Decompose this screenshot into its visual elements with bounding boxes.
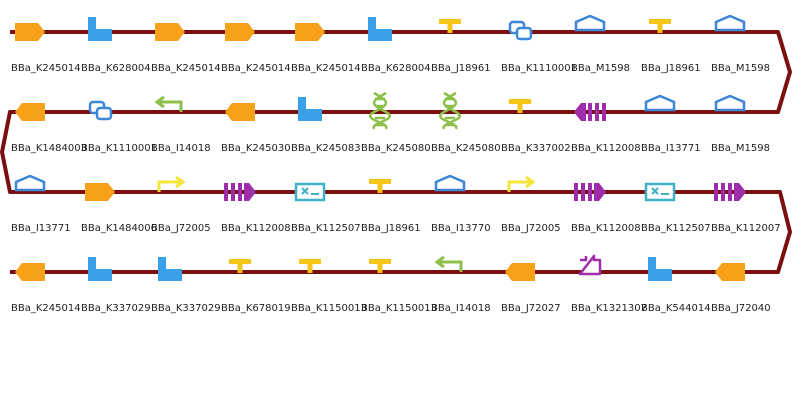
part-label: BBa_K245083 xyxy=(291,143,361,154)
part-label: BBa_K1484003 xyxy=(11,143,87,154)
part-label: BBa_I13771 xyxy=(11,223,71,234)
part-label: BBa_K245014 xyxy=(11,303,81,314)
part-label: BBa_K112007 xyxy=(711,223,781,234)
protein-domain-icon xyxy=(508,20,533,41)
backbone-line xyxy=(0,30,792,274)
part-label: BBa_J72040 xyxy=(711,303,771,314)
part-label: BBa_K245014 xyxy=(11,63,81,74)
bars-forward-icon xyxy=(714,183,746,201)
rbs-icon xyxy=(648,257,672,281)
part-label: BBa_M1598 xyxy=(711,143,770,154)
part-label: BBa_K1110001 xyxy=(501,63,577,74)
pentagon-icon xyxy=(434,174,466,192)
part-label: BBa_K1321307 xyxy=(571,303,647,314)
part-label: BBa_M1598 xyxy=(571,63,630,74)
cds-forward-icon xyxy=(85,183,115,201)
cds-reverse-icon xyxy=(15,263,45,281)
protein-domain-icon xyxy=(88,100,113,121)
part-label: BBa_I13770 xyxy=(431,223,491,234)
cds-forward-icon xyxy=(15,23,45,41)
box-x-icon xyxy=(294,182,326,202)
terminator-icon xyxy=(369,179,391,193)
cds-forward-icon xyxy=(155,23,185,41)
part-label: BBa_K1150013 xyxy=(291,303,367,314)
part-label: BBa_K245080 xyxy=(361,143,431,154)
part-label: BBa_I14018 xyxy=(431,303,491,314)
part-label: BBa_J18961 xyxy=(431,63,491,74)
part-label: BBa_J72005 xyxy=(501,223,561,234)
part-label: BBa_K245030 xyxy=(221,143,291,154)
signature-icon xyxy=(578,254,602,276)
cds-forward-icon xyxy=(225,23,255,41)
promoter-reverse-icon xyxy=(154,95,183,112)
rbs-icon xyxy=(298,97,322,121)
part-label: BBa_K628004 xyxy=(361,63,431,74)
part-label: BBa_J72005 xyxy=(151,223,211,234)
box-x-icon xyxy=(644,182,676,202)
cds-forward-icon xyxy=(295,23,325,41)
part-label: BBa_K112507 xyxy=(291,223,361,234)
bars-forward-icon xyxy=(574,183,606,201)
pentagon-icon xyxy=(14,174,46,192)
promoter-forward-icon xyxy=(507,175,536,192)
part-label: BBa_K245080 xyxy=(431,143,501,154)
terminator-icon xyxy=(369,259,391,273)
cds-reverse-icon xyxy=(505,263,535,281)
part-label: BBa_K678019 xyxy=(221,303,291,314)
promoter-forward-icon xyxy=(157,175,186,192)
dna-helix-icon xyxy=(439,91,461,130)
part-label: BBa_K337029 xyxy=(151,303,221,314)
part-label: BBa_K1150013 xyxy=(361,303,437,314)
part-label: BBa_K544014 xyxy=(641,303,711,314)
cds-reverse-icon xyxy=(225,103,255,121)
bars-forward-icon xyxy=(224,183,256,201)
part-label: BBa_I13771 xyxy=(641,143,701,154)
pentagon-icon xyxy=(714,94,746,112)
part-label: BBa_K245014 xyxy=(221,63,291,74)
part-label: BBa_K112008 xyxy=(221,223,291,234)
part-label: BBa_I14018 xyxy=(151,143,211,154)
part-label: BBa_K245014 xyxy=(151,63,221,74)
promoter-reverse-icon xyxy=(434,255,463,272)
cds-reverse-icon xyxy=(715,263,745,281)
part-label: BBa_K112507 xyxy=(641,223,711,234)
pentagon-icon xyxy=(574,14,606,32)
part-label: BBa_K112008 xyxy=(571,223,641,234)
part-label: BBa_K628004 xyxy=(81,63,151,74)
terminator-icon xyxy=(509,99,531,113)
pentagon-icon xyxy=(714,14,746,32)
part-label: BBa_K337029 xyxy=(81,303,151,314)
bars-reverse-icon xyxy=(574,103,606,121)
rbs-icon xyxy=(158,257,182,281)
terminator-icon xyxy=(229,259,251,273)
part-label: BBa_K245014 xyxy=(291,63,361,74)
rbs-icon xyxy=(368,17,392,41)
part-label: BBa_J18961 xyxy=(641,63,701,74)
terminator-icon xyxy=(649,19,671,33)
part-label: BBa_J18961 xyxy=(361,223,421,234)
cds-reverse-icon xyxy=(15,103,45,121)
part-label: BBa_K337002 xyxy=(501,143,571,154)
pentagon-icon xyxy=(644,94,676,112)
dna-helix-icon xyxy=(369,91,391,130)
rbs-icon xyxy=(88,257,112,281)
part-label: BBa_M1598 xyxy=(711,63,770,74)
part-label: BBa_J72027 xyxy=(501,303,561,314)
part-label: BBa_K112008 xyxy=(571,143,641,154)
rbs-icon xyxy=(88,17,112,41)
terminator-icon xyxy=(299,259,321,273)
terminator-icon xyxy=(439,19,461,33)
part-label: BBa_K1484006 xyxy=(81,223,157,234)
part-label: BBa_K1110001 xyxy=(81,143,157,154)
